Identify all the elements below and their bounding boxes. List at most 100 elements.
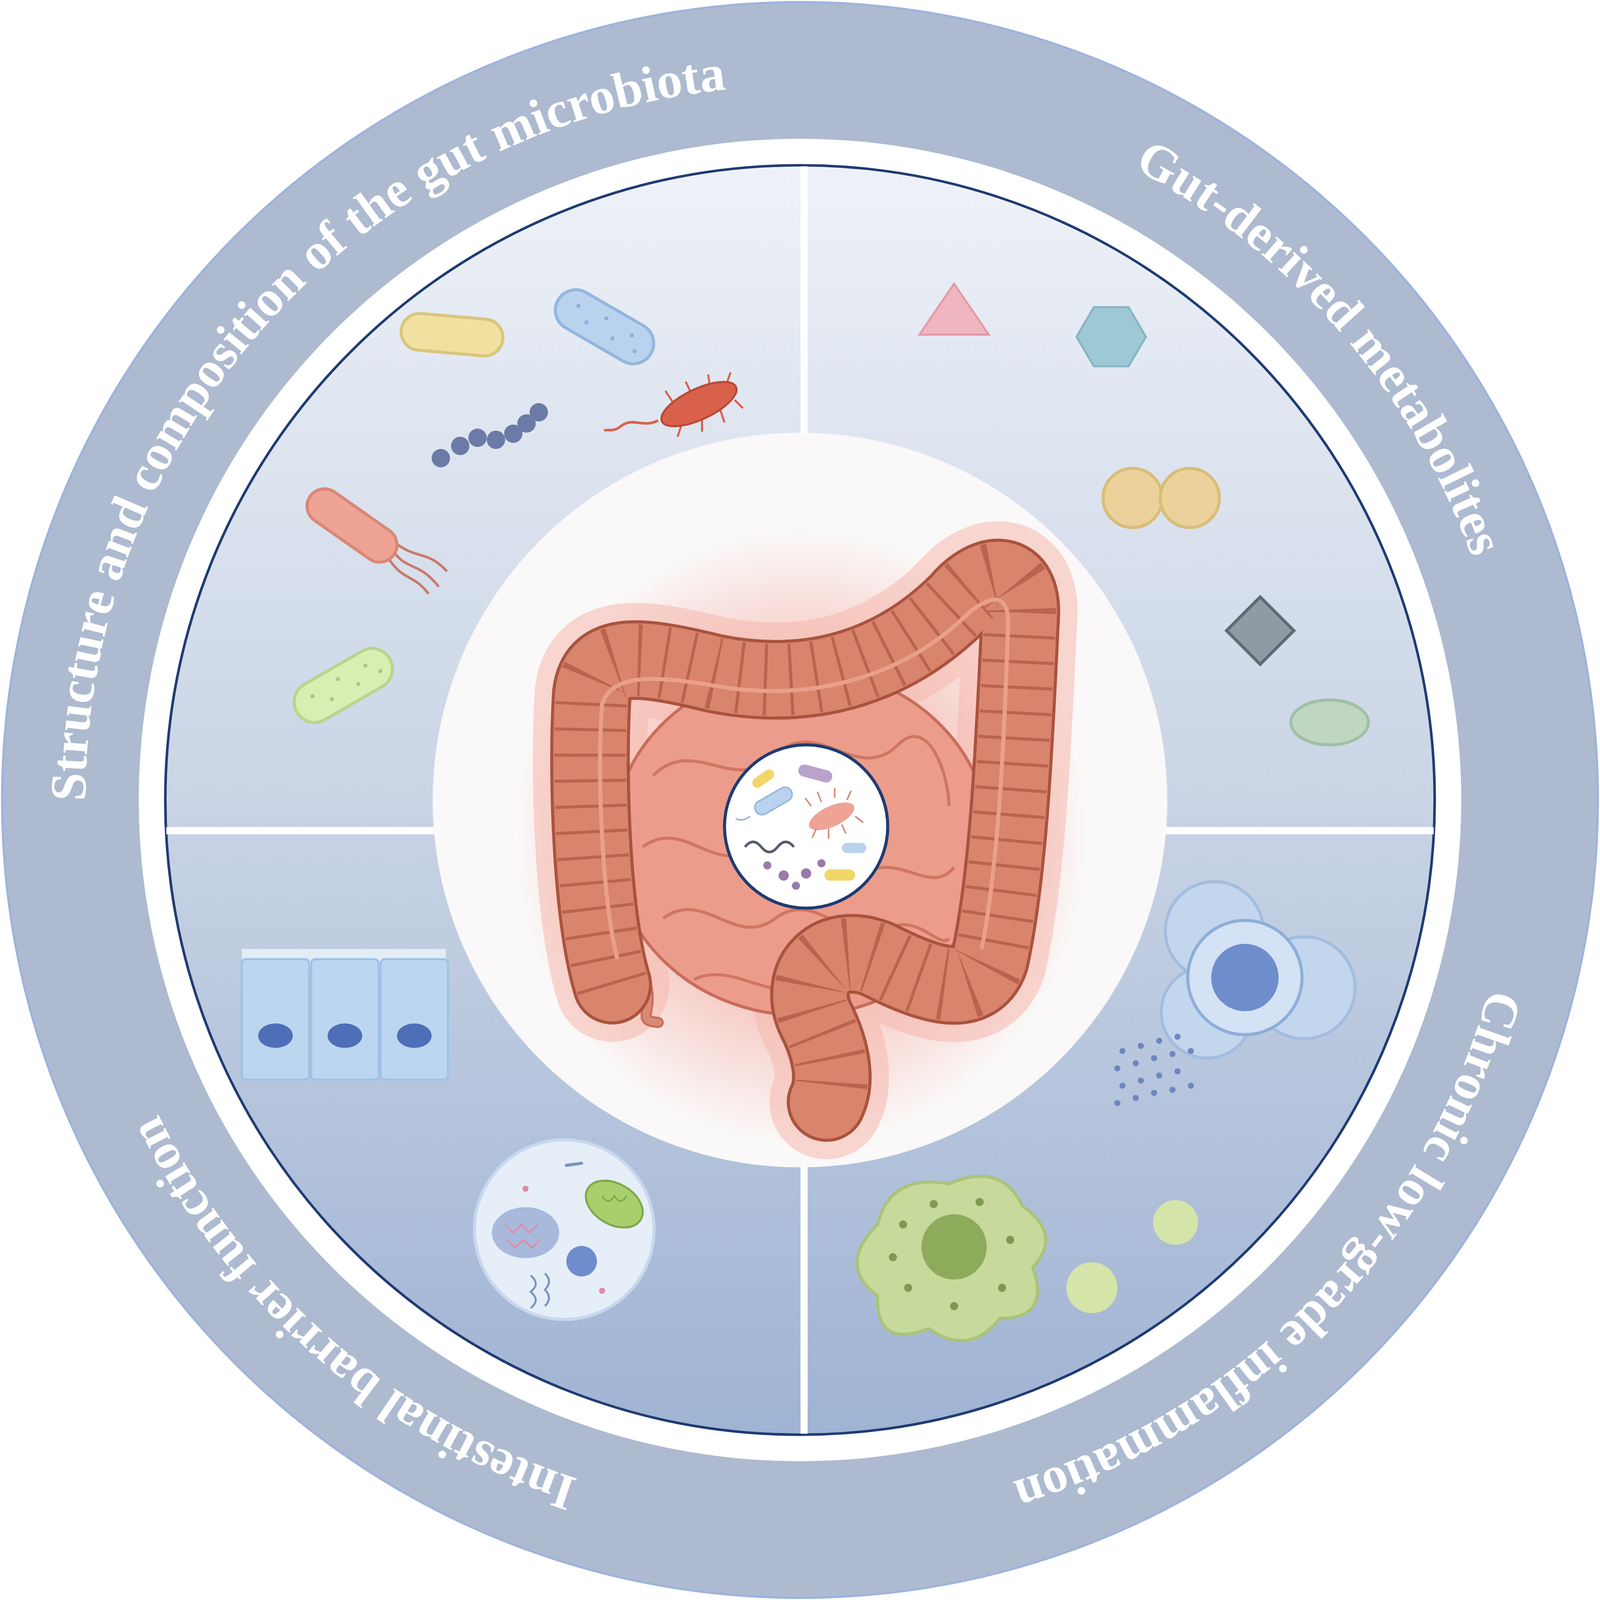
bacteria-icons bbox=[609, 335, 616, 342]
metabolite-icons bbox=[1160, 468, 1220, 528]
magnifier bbox=[735, 816, 751, 820]
bacteria-icons bbox=[665, 390, 674, 403]
barrier-icons bbox=[522, 1185, 529, 1192]
bacteria-icons bbox=[548, 282, 662, 372]
intestine-illustration bbox=[515, 530, 1087, 1143]
barrier-icons bbox=[530, 1273, 549, 1309]
bacteria-icons bbox=[286, 640, 401, 730]
center-disc bbox=[432, 432, 1168, 1168]
bacteria-icons bbox=[734, 400, 743, 409]
barrier-icons bbox=[327, 1023, 363, 1049]
immune-cell-icons bbox=[857, 1176, 1046, 1341]
bacteria-icons bbox=[631, 348, 638, 355]
immune-cell-icons bbox=[888, 1198, 1015, 1311]
bacteria-icons bbox=[575, 302, 582, 309]
magnifier bbox=[800, 868, 811, 879]
bacteria-icons bbox=[329, 696, 335, 702]
intestine-illustration bbox=[589, 578, 1021, 1103]
magnifier bbox=[841, 842, 867, 853]
immune-cell-icons bbox=[1187, 1048, 1194, 1055]
immune-cell-icons bbox=[921, 1214, 988, 1280]
magnifier bbox=[805, 796, 859, 836]
bacteria-icons bbox=[377, 668, 384, 675]
immune-cell-icons bbox=[1137, 1042, 1144, 1049]
barrier-icons bbox=[602, 1195, 627, 1202]
bacteria-icons bbox=[486, 430, 505, 450]
barrier-icons bbox=[380, 959, 448, 1080]
intestine-illustration bbox=[600, 599, 1009, 960]
ring-label-path: Structure and composition of the gut mic… bbox=[40, 44, 729, 802]
outer-ring bbox=[138, 138, 1461, 1461]
metabolite-icons bbox=[1226, 596, 1294, 664]
immune-cell-icons bbox=[1132, 1094, 1139, 1101]
bacteria-icons bbox=[603, 315, 610, 322]
magnifier bbox=[824, 869, 855, 881]
barrier-icons bbox=[258, 1023, 293, 1049]
bacteria-icons bbox=[300, 482, 447, 595]
magnifier bbox=[750, 767, 777, 790]
immune-cell-icons bbox=[975, 1198, 984, 1207]
barrier-icons bbox=[566, 1163, 582, 1166]
immune-cell-icons bbox=[1156, 1072, 1163, 1079]
immune-cell-icons bbox=[1153, 1200, 1199, 1246]
barrier-icons bbox=[241, 959, 310, 1080]
immune-cell-icons bbox=[949, 1302, 959, 1311]
barrier-icons bbox=[474, 1139, 654, 1320]
magnifier bbox=[805, 787, 864, 839]
metabolite-icons bbox=[1076, 307, 1146, 367]
magnifier bbox=[796, 762, 834, 784]
immune-cell-icons bbox=[1187, 1082, 1194, 1089]
bacteria-icons bbox=[355, 680, 361, 687]
immune-cell-icons bbox=[1174, 1068, 1181, 1075]
immune-cell-icons bbox=[1150, 1055, 1158, 1062]
quadrant-panels bbox=[165, 165, 1435, 1435]
bacteria-icons bbox=[286, 640, 401, 730]
bacteria-icons bbox=[720, 410, 725, 423]
bacteria-icons bbox=[655, 372, 743, 436]
barrier-icons bbox=[311, 959, 379, 1080]
ring-label-path: Chronic low-grade inflammation bbox=[1008, 985, 1533, 1526]
immune-cell-icons bbox=[1066, 1262, 1118, 1314]
magnifier bbox=[791, 881, 800, 890]
immune-cell-icons bbox=[1006, 1235, 1015, 1244]
immune-cell-icons bbox=[1137, 1077, 1144, 1084]
magnifier bbox=[763, 861, 772, 870]
ring-label: Chronic low-grade inflammation bbox=[1008, 985, 1533, 1526]
immune-cell-icons bbox=[1169, 1051, 1176, 1058]
quadrant-panels bbox=[165, 165, 1435, 1435]
metabolite-icons bbox=[1102, 468, 1163, 528]
intestine-illustration bbox=[589, 578, 1021, 1103]
barrier-icons bbox=[491, 1207, 559, 1259]
barrier-icons bbox=[599, 1287, 606, 1294]
bacteria-icons bbox=[629, 332, 635, 339]
ring-label-path: Gut-derived metabolites bbox=[1127, 128, 1515, 562]
immune-cell-icons bbox=[1169, 1086, 1176, 1093]
bacteria-icons bbox=[451, 436, 470, 456]
magnifier bbox=[752, 784, 795, 818]
bacteria-icons bbox=[604, 420, 659, 431]
bacteria-icons bbox=[431, 449, 450, 468]
ring-label: Structure and composition of the gut mic… bbox=[40, 44, 729, 802]
intestine-illustration bbox=[515, 530, 1087, 1143]
barrier-icons bbox=[577, 1171, 651, 1237]
immune-cell-icons bbox=[1187, 920, 1302, 1035]
immune-cell-icons bbox=[1119, 1048, 1126, 1055]
magnifier bbox=[724, 745, 888, 909]
bacteria-icons bbox=[362, 662, 369, 669]
metabolite-icons bbox=[1290, 700, 1369, 746]
immune-cell-icons bbox=[1119, 1082, 1126, 1089]
metabolite-icons bbox=[919, 283, 989, 335]
immune-cell-icons bbox=[1114, 1099, 1121, 1107]
barrier-icons bbox=[566, 1245, 597, 1277]
immune-cell-icons bbox=[1114, 1033, 1195, 1107]
bacteria-icons bbox=[548, 282, 662, 372]
bacteria-icons bbox=[309, 693, 316, 700]
center-disc bbox=[432, 432, 1168, 1168]
immune-cell-icons bbox=[904, 1283, 913, 1292]
bacteria-icons bbox=[399, 312, 505, 358]
immune-cell-icons bbox=[1156, 1037, 1163, 1044]
